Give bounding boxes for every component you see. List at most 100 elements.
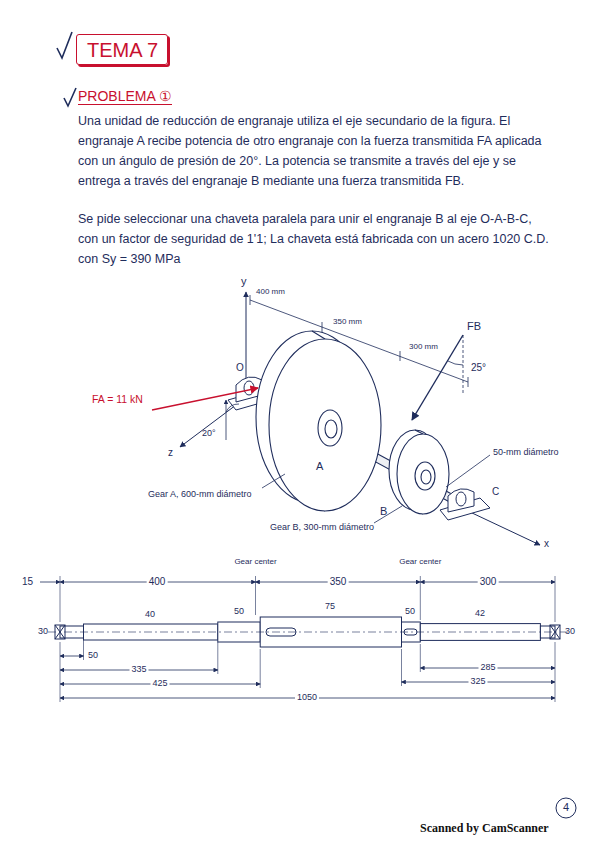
page-number-circle bbox=[556, 798, 576, 818]
dimension-label: 350 mm bbox=[333, 317, 362, 326]
bearing-block bbox=[456, 492, 466, 506]
bearing-block bbox=[244, 381, 254, 395]
leader-line bbox=[262, 474, 285, 488]
problem-heading: PROBLEMA ① bbox=[78, 88, 172, 105]
dimension-label-holder: 325 bbox=[468, 676, 487, 686]
part-label-holder: A bbox=[316, 460, 323, 473]
dimension-label-holder: 425 bbox=[150, 678, 169, 688]
dimension-label-holder: 400 mm bbox=[256, 287, 285, 296]
problem-heading-holder: PROBLEMA ① bbox=[78, 88, 172, 105]
dimension-label: 15 bbox=[22, 576, 33, 588]
page-number-holder: 4 bbox=[563, 801, 569, 814]
gear-center-label: Gear center bbox=[399, 557, 441, 566]
extension-line bbox=[60, 640, 555, 702]
angle-label: 20° bbox=[202, 428, 216, 438]
part-note-holder: 50-mm diámetro bbox=[493, 447, 559, 457]
part-label: A bbox=[316, 460, 323, 473]
axis-line bbox=[470, 512, 540, 545]
diameter-label: 50 bbox=[405, 606, 415, 616]
force-label-holder: FB bbox=[467, 320, 481, 333]
angle-label: 25° bbox=[471, 362, 486, 374]
leader-line bbox=[374, 506, 402, 523]
force-label: FB bbox=[467, 320, 481, 333]
problem-text-holder: Se pide seleccionar una chaveta paralela… bbox=[78, 209, 550, 269]
axis-label-holder: z bbox=[168, 447, 173, 459]
dimension-label-holder: 335 bbox=[129, 664, 148, 674]
axis-line bbox=[180, 405, 236, 447]
dimension-label-holder: 350 bbox=[328, 576, 349, 588]
scanner-watermark-holder: Scanned by CamScanner bbox=[420, 822, 549, 836]
shaft-drawing bbox=[48, 617, 568, 647]
dimension-label: 285 bbox=[478, 662, 497, 672]
diameter-label-holder: 50 bbox=[405, 606, 415, 616]
diameter-label-holder: 42 bbox=[475, 608, 485, 618]
part-note: Gear A, 600-mm diámetro bbox=[148, 489, 252, 499]
part-label: B bbox=[380, 505, 387, 518]
dimension-label-holder: 300 bbox=[478, 576, 499, 588]
angle-mark bbox=[226, 400, 227, 440]
gear-a bbox=[325, 420, 337, 438]
point-label: O bbox=[236, 362, 244, 374]
axis-label-holder: y bbox=[241, 275, 247, 288]
page-number-circle bbox=[556, 798, 576, 818]
diameter-label-holder: 40 bbox=[145, 609, 155, 619]
axis-label-holder: x bbox=[544, 538, 549, 550]
point-label-holder: C bbox=[492, 486, 499, 498]
axis-line bbox=[180, 292, 540, 545]
dimension-label: 350 bbox=[328, 576, 349, 588]
force-label-holder: FA = 11 kN bbox=[92, 393, 143, 405]
dimension-line bbox=[40, 582, 60, 583]
dimension-label: 400 bbox=[147, 576, 168, 588]
leader-line bbox=[446, 455, 490, 487]
extension-line bbox=[60, 576, 555, 702]
gear-center-label-holder: Gear center bbox=[399, 557, 441, 566]
gear-center-label-holder: Gear center bbox=[234, 557, 276, 566]
force-arrow bbox=[152, 388, 258, 410]
problem-text: Una unidad de reducción de engranaje uti… bbox=[78, 111, 550, 191]
angle-mark bbox=[448, 361, 464, 365]
dimension-label: 325 bbox=[468, 676, 487, 686]
diameter-label: 50 bbox=[234, 606, 244, 616]
dimension-label: 50 bbox=[88, 650, 98, 660]
dimension-line bbox=[60, 656, 84, 657]
dimension-label: 300 bbox=[478, 576, 499, 588]
dimension-label-holder: 50 bbox=[88, 650, 98, 660]
dimension-line bbox=[40, 582, 555, 698]
point-label-holder: O bbox=[236, 362, 244, 374]
part-note: Gear B, 300-mm diámetro bbox=[270, 522, 374, 532]
diameter-label: 42 bbox=[475, 608, 485, 618]
leader-line bbox=[262, 455, 490, 523]
gear-a bbox=[269, 339, 381, 511]
diameter-label: 30 bbox=[38, 626, 48, 636]
axis-line bbox=[246, 292, 247, 388]
angle-label-holder: 20° bbox=[202, 428, 216, 438]
gear-center-label: Gear center bbox=[234, 557, 276, 566]
angle-mark bbox=[226, 335, 463, 440]
dimension-label: 425 bbox=[150, 678, 169, 688]
axis-label: x bbox=[544, 538, 549, 550]
dimension-label: 1050 bbox=[295, 692, 319, 702]
axis-label: z bbox=[168, 447, 173, 459]
problem-text: Se pide seleccionar una chaveta paralela… bbox=[78, 209, 550, 269]
angle-mark bbox=[226, 404, 239, 412]
gear-b bbox=[389, 430, 449, 514]
title-text: TEMA 7 bbox=[87, 39, 157, 62]
dimension-label-holder: 300 mm bbox=[409, 342, 438, 351]
diameter-label-holder: 30 bbox=[38, 626, 48, 636]
part-note-holder: Gear B, 300-mm diámetro bbox=[270, 522, 374, 532]
check-mark bbox=[57, 32, 76, 106]
diameter-label: 75 bbox=[325, 601, 335, 611]
bearing-block bbox=[448, 489, 474, 512]
gear-b bbox=[397, 434, 449, 514]
dimension-label: 300 mm bbox=[409, 342, 438, 351]
dimension-label-holder: 400 bbox=[147, 576, 168, 588]
title-box: TEMA 7 bbox=[76, 34, 168, 65]
page-number: 4 bbox=[563, 801, 569, 814]
angle-label-holder: 25° bbox=[471, 362, 486, 374]
check-mark bbox=[64, 88, 76, 106]
force-label: FA = 11 kN bbox=[92, 393, 143, 405]
problem-text-holder: Una unidad de reducción de engranaje uti… bbox=[78, 111, 550, 191]
dimension-label-holder: 350 mm bbox=[333, 317, 362, 326]
gear-a bbox=[318, 410, 342, 446]
